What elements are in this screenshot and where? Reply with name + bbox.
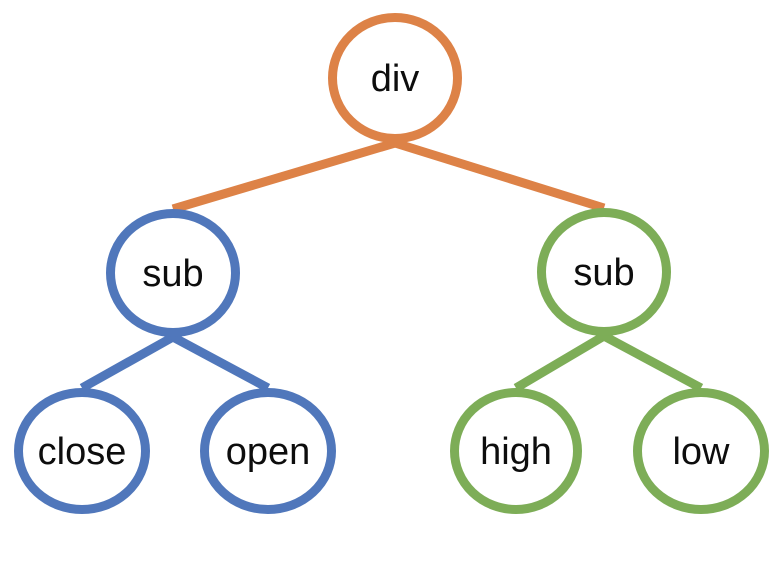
nodes-layer: div sub sub close open high low [14, 13, 769, 514]
tree-node-circle-subR[interactable] [537, 208, 671, 336]
tree-node-circle-open[interactable] [200, 388, 336, 514]
edges-layer [79, 138, 704, 392]
tree-edge-root-subL [171, 138, 397, 214]
tree-edge-root-subR [393, 138, 606, 213]
tree-node-label-close: close [38, 431, 127, 473]
tree-node-close[interactable]: close [14, 388, 150, 514]
tree-edge-subR-high [513, 332, 607, 392]
tree-node-root[interactable]: div [328, 13, 462, 143]
tree-edge-subL-close [79, 333, 176, 392]
tree-edge-subL-open [170, 333, 271, 392]
tree-node-label-subR: sub [573, 252, 634, 294]
tree-node-open[interactable]: open [200, 388, 336, 514]
tree-node-label-root: div [371, 58, 420, 100]
tree-node-circle-subL[interactable] [106, 209, 240, 337]
tree-node-label-high: high [480, 431, 552, 473]
tree-node-circle-high[interactable] [450, 388, 582, 514]
tree-node-subL[interactable]: sub [106, 209, 240, 337]
tree-node-label-low: low [672, 431, 730, 473]
tree-node-circle-low[interactable] [633, 388, 769, 514]
tree-node-label-open: open [226, 431, 311, 473]
tree-node-subR[interactable]: sub [537, 208, 671, 336]
tree-node-high[interactable]: high [450, 388, 582, 514]
tree-node-label-subL: sub [142, 253, 203, 295]
tree-node-circle-close[interactable] [14, 388, 150, 514]
tree-node-circle-root[interactable] [328, 13, 462, 143]
tree-node-low[interactable]: low [633, 388, 769, 514]
tree-edge-subR-low [601, 332, 704, 392]
